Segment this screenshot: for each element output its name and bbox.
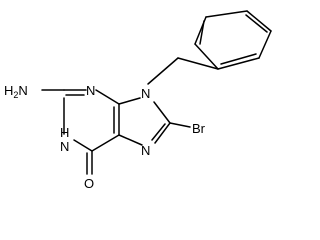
n9-label: N [141,86,150,101]
bond-c5-c6 [91,134,120,152]
nh-h-label: H [60,125,69,140]
nh-n-label: N [60,139,69,154]
bond-ph-inner-b [245,14,268,33]
bond-n7-c5 [118,134,143,146]
bond-ph-3 [246,10,272,32]
bond-c8-n7 [154,122,171,144]
structure-diagram: H2N N N N Br H N O [4,10,272,191]
bond-n3-c4 [95,89,120,105]
bond-layer [41,10,272,175]
bond-ph-4 [205,10,248,18]
bond-ph-2 [258,30,272,59]
bond-ph-6 [194,43,219,70]
amine-h: H [4,83,13,98]
bond-c4-n9 [118,97,141,105]
n3-label: N [86,83,95,98]
bond-n9-c8 [153,101,171,124]
bond-ch2-phenyl [177,57,219,70]
bond-n9-ch2 [147,57,179,85]
amine-label: H2N [4,83,28,100]
amine-n: N [18,83,27,98]
bond-c8-n7-double [151,123,166,141]
oxygen-label: O [84,176,94,191]
amine-sub: 2 [13,90,18,100]
bond-ph-inner-c [199,20,205,45]
n7-label: N [141,143,150,158]
bond-ph-1 [217,57,260,70]
label-layer: H2N N N N Br H N O [4,83,206,191]
bond-c8-br [169,122,191,128]
bond-c6-n1 [73,139,93,152]
br-label: Br [192,121,206,136]
bond-ph-inner-a [220,53,257,65]
